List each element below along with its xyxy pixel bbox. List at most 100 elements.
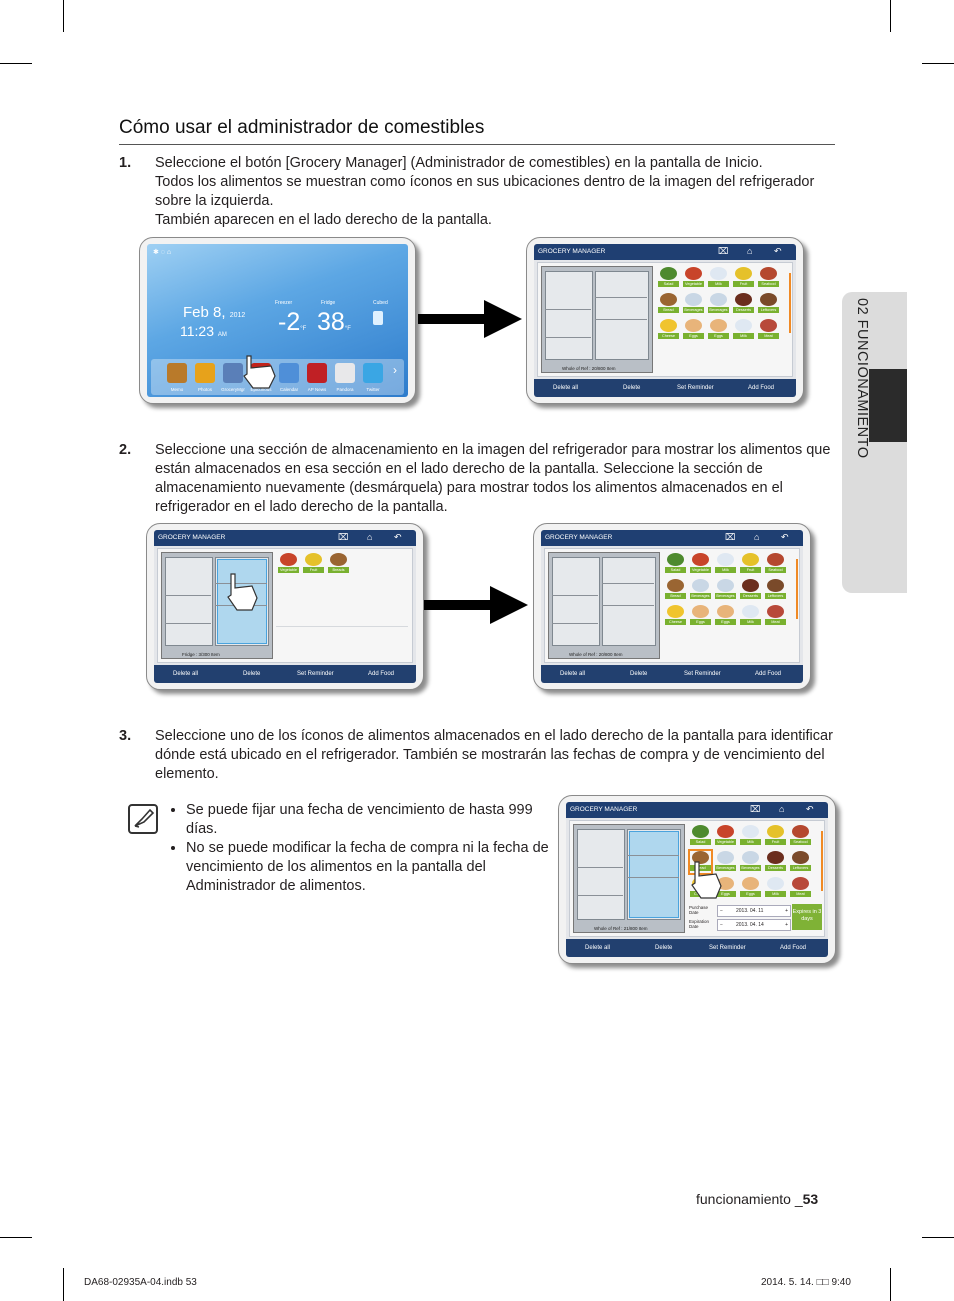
- ap-news-icon[interactable]: [307, 363, 327, 383]
- delete-all-button[interactable]: Delete all: [560, 671, 586, 677]
- home-icon[interactable]: ⌂: [754, 532, 760, 542]
- food-item[interactable]: Eggs: [683, 319, 704, 341]
- freezer-door[interactable]: [545, 271, 593, 360]
- food-item[interactable]: Breads: [328, 553, 349, 575]
- set-reminder-button[interactable]: Set Reminder: [297, 671, 334, 677]
- home-icon[interactable]: ⌂: [779, 804, 785, 814]
- home-icon[interactable]: ⌂: [367, 532, 373, 542]
- food-item[interactable]: Seafood: [765, 553, 786, 575]
- add-food-button[interactable]: Add Food: [755, 671, 782, 677]
- food-item[interactable]: Milk: [740, 605, 761, 627]
- food-item[interactable]: Vegetable: [278, 553, 299, 575]
- add-food-button[interactable]: Add Food: [780, 945, 807, 951]
- delete-button[interactable]: Delete: [655, 945, 673, 951]
- scrollbar[interactable]: [821, 831, 823, 891]
- food-item[interactable]: Milk: [733, 319, 754, 341]
- food-item[interactable]: Desserts: [740, 579, 761, 601]
- food-item[interactable]: Milk: [765, 877, 786, 899]
- trash-icon[interactable]: ⌧: [725, 532, 736, 542]
- food-item[interactable]: Milk: [715, 553, 736, 575]
- next-page-icon[interactable]: ›: [393, 363, 397, 377]
- freezer-door[interactable]: [577, 829, 625, 920]
- food-item[interactable]: Milk: [708, 267, 729, 289]
- selected-section[interactable]: [629, 831, 679, 918]
- food-item[interactable]: Cheese: [665, 605, 686, 627]
- food-item[interactable]: Desserts: [733, 293, 754, 315]
- food-item[interactable]: Vegetable: [690, 553, 711, 575]
- set-reminder-button[interactable]: Set Reminder: [684, 671, 721, 677]
- food-item[interactable]: Cheese: [658, 319, 679, 341]
- back-icon[interactable]: ↶: [806, 804, 814, 814]
- add-food-button[interactable]: Add Food: [748, 385, 775, 391]
- back-icon[interactable]: ↶: [394, 532, 402, 542]
- calendar-icon[interactable]: [279, 363, 299, 383]
- purchase-date-field[interactable]: − 2013. 04. 11 +: [717, 905, 791, 917]
- food-item[interactable]: Leftovers: [765, 579, 786, 601]
- food-item[interactable]: Vegetable: [715, 825, 736, 847]
- set-reminder-button[interactable]: Set Reminder: [709, 945, 746, 951]
- fridge-image[interactable]: Whole of Ref : 20/800 Item: [541, 266, 653, 373]
- food-item[interactable]: Eggs: [690, 605, 711, 627]
- food-item[interactable]: Salad: [665, 553, 686, 575]
- food-item[interactable]: Vegetable: [683, 267, 704, 289]
- delete-button[interactable]: Delete: [630, 671, 648, 677]
- delete-button[interactable]: Delete: [243, 671, 261, 677]
- food-item[interactable]: Fruit: [733, 267, 754, 289]
- trash-icon[interactable]: ⌧: [718, 246, 729, 256]
- food-item[interactable]: Beverages: [740, 851, 761, 873]
- increment-icon[interactable]: +: [785, 908, 788, 914]
- twitter-icon[interactable]: [363, 363, 383, 383]
- food-item[interactable]: Salad: [658, 267, 679, 289]
- grocery-manager-icon[interactable]: [223, 363, 243, 383]
- decrement-icon[interactable]: −: [720, 922, 723, 928]
- fridge-image[interactable]: Whole of Ref : 20/800 Item: [548, 552, 660, 659]
- food-item[interactable]: Beverages: [690, 579, 711, 601]
- fridge-door[interactable]: [602, 557, 656, 646]
- food-item[interactable]: Fruit: [765, 825, 786, 847]
- food-item[interactable]: Seafood: [790, 825, 811, 847]
- scrollbar[interactable]: [796, 559, 798, 619]
- food-item[interactable]: Beverages: [715, 579, 736, 601]
- food-item[interactable]: Leftovers: [790, 851, 811, 873]
- trash-icon[interactable]: ⌧: [338, 532, 349, 542]
- add-food-button[interactable]: Add Food: [368, 671, 395, 677]
- food-item[interactable]: Leftovers: [758, 293, 779, 315]
- food-item[interactable]: Fruit: [740, 553, 761, 575]
- food-item[interactable]: Eggs: [708, 319, 729, 341]
- food-item[interactable]: Eggs: [715, 605, 736, 627]
- food-item[interactable]: Salad: [690, 825, 711, 847]
- expiration-date-field[interactable]: − 2013. 04. 14 +: [717, 919, 791, 931]
- food-item[interactable]: Milk: [740, 825, 761, 847]
- food-item[interactable]: Bread: [658, 293, 679, 315]
- freezer-door[interactable]: [165, 557, 213, 646]
- decrement-icon[interactable]: −: [720, 908, 723, 914]
- increment-icon[interactable]: +: [785, 922, 788, 928]
- freezer-door[interactable]: [552, 557, 600, 646]
- food-item[interactable]: Bread: [665, 579, 686, 601]
- fridge-image[interactable]: Whole of Ref : 21/800 Item: [573, 824, 685, 933]
- set-reminder-button[interactable]: Set Reminder: [677, 385, 714, 391]
- trash-icon[interactable]: ⌧: [750, 804, 761, 814]
- food-item[interactable]: Desserts: [765, 851, 786, 873]
- fridge-door[interactable]: [595, 271, 649, 360]
- food-item[interactable]: Beverages: [683, 293, 704, 315]
- food-item[interactable]: Seafood: [758, 267, 779, 289]
- home-icon[interactable]: ⌂: [747, 246, 753, 256]
- food-item[interactable]: Fruit: [303, 553, 324, 575]
- delete-button[interactable]: Delete: [623, 385, 641, 391]
- food-item[interactable]: Meat: [765, 605, 786, 627]
- back-icon[interactable]: ↶: [774, 246, 782, 256]
- delete-all-button[interactable]: Delete all: [585, 945, 611, 951]
- food-item[interactable]: Meat: [758, 319, 779, 341]
- memo-icon[interactable]: [167, 363, 187, 383]
- scrollbar[interactable]: [789, 273, 791, 333]
- food-item[interactable]: Eggs: [740, 877, 761, 899]
- photos-icon[interactable]: [195, 363, 215, 383]
- food-item[interactable]: Beverages: [715, 851, 736, 873]
- delete-all-button[interactable]: Delete all: [553, 385, 579, 391]
- food-item[interactable]: Beverages: [708, 293, 729, 315]
- selected-food-item[interactable]: Bread: [688, 849, 713, 875]
- food-item[interactable]: Meat: [790, 877, 811, 899]
- back-icon[interactable]: ↶: [781, 532, 789, 542]
- pandora-icon[interactable]: [335, 363, 355, 383]
